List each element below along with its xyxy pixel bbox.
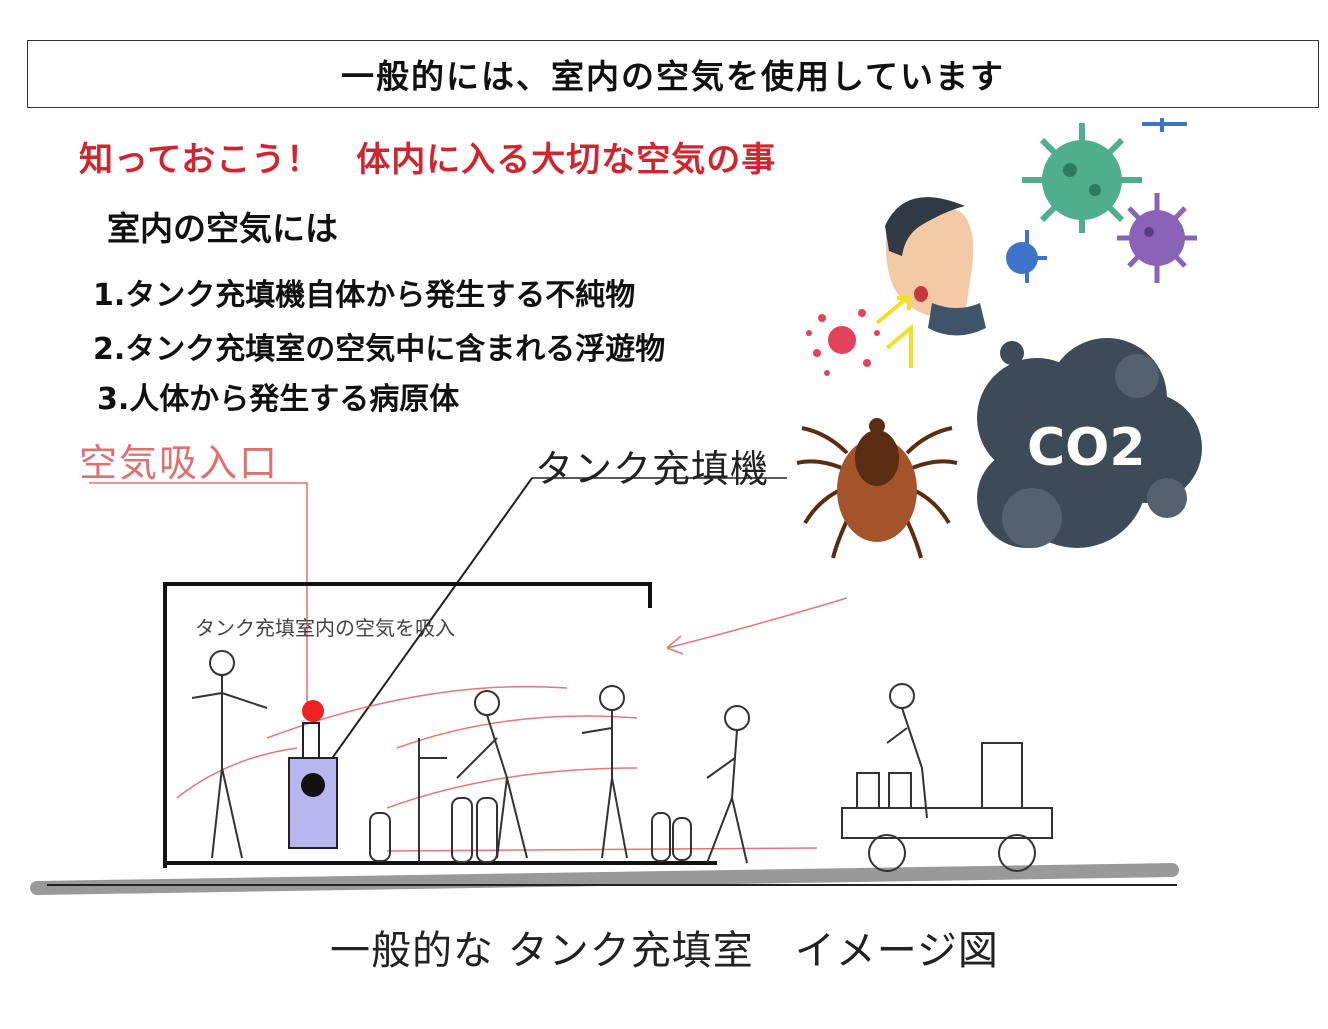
worker-figures (191, 650, 928, 864)
subheading: 室内の空気には (107, 209, 338, 248)
co2-label: CO2 (1027, 418, 1146, 478)
label-leader-lines (89, 477, 787, 786)
list-item: 1.タンク充填機自体から発生する不純物 (93, 278, 636, 313)
tank-filler-label: タンク充填機 (535, 447, 770, 491)
kicker-heading: 知っておこう！ 体内に入る大切な空気の事 (79, 140, 777, 180)
virus-icon (1006, 118, 1197, 283)
gas-cylinders (369, 738, 692, 863)
tick-body (837, 418, 917, 542)
figure-caption: 一般的な タンク充填室 イメージ図 (330, 928, 999, 974)
list-item: 3.人体から発生する病原体 (97, 382, 460, 417)
header-title: 一般的には、室内の空気を使用しています (340, 57, 1005, 96)
air-intake-label: 空気吸入口 (79, 441, 280, 485)
co2-cloud-icon (977, 338, 1202, 548)
filling-machine (288, 700, 338, 849)
filling-room-outline (163, 582, 717, 868)
coughing-person-icon (806, 197, 986, 376)
transport-cart (841, 742, 1053, 872)
list-item: 2.タンク充填室の空気中に含まれる浮遊物 (93, 332, 666, 367)
room-air-note: タンク充填室内の空気を吸入 (195, 616, 455, 640)
illustration-panel: 知っておこう！ 体内に入る大切な空気の事 室内の空気には 1.タンク充填機自体か… (27, 118, 1291, 1029)
header-banner: 一般的には、室内の空気を使用しています (27, 40, 1319, 108)
scene-illustration (30, 118, 1202, 895)
